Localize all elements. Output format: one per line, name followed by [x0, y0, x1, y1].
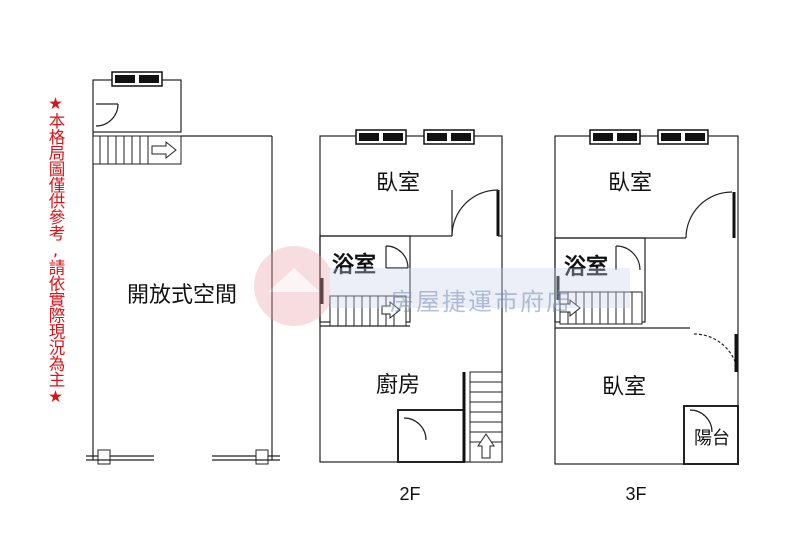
- f1-entrance-right: [212, 449, 280, 465]
- f2-bedroom-door-arc: [451, 189, 499, 237]
- f3-window-right: [657, 129, 709, 145]
- f2-room-kitchen: 廚房: [376, 373, 420, 398]
- f3-balcony: [683, 405, 739, 465]
- floor-2: 臥室 浴室 廚房 2F: [319, 129, 503, 504]
- f3-room-balcony: 陽台: [694, 428, 730, 449]
- f3-stair-arrow-icon: [559, 298, 581, 318]
- f2-stair-arrow-icon: [381, 300, 401, 320]
- f2-room-bedroom: 臥室: [376, 171, 420, 196]
- f3-bedroom-bottom-door-arc: [693, 333, 739, 375]
- f3-bedroom-top-door-arc: [685, 191, 733, 239]
- f2-room-bathroom: 浴室: [332, 252, 376, 278]
- f2-stair-up-arrow-icon: [477, 433, 495, 459]
- floor-3: 臥室 浴室 臥室 陽台 3F: [554, 129, 739, 504]
- watermark-text: 房屋捷運市府店: [390, 288, 572, 316]
- f3-room-bedroom-top: 臥室: [608, 171, 652, 196]
- f3-room-bedroom-bottom: 臥室: [602, 375, 646, 400]
- f3-room-bathroom: 浴室: [564, 254, 608, 280]
- f2-stairs-mid: [329, 295, 407, 327]
- f1-window-top: [111, 71, 163, 87]
- f1-stair-arrow-icon: [151, 140, 177, 160]
- f1-room-open-space: 開放式空間: [127, 283, 237, 308]
- f2-window-right: [423, 129, 475, 145]
- f2-window-left: [355, 129, 407, 145]
- f1-door-arc: [95, 103, 119, 127]
- f1-entrance-left: [86, 449, 154, 465]
- floor-1: 開放式空間: [86, 71, 280, 465]
- disclaimer-text: ★本格局圖僅供參考,請依實際現況為主★: [46, 94, 65, 406]
- f3-window-left: [589, 129, 641, 145]
- f2-floor-label: 2F: [399, 484, 420, 504]
- f3-floor-label: 3F: [625, 484, 646, 504]
